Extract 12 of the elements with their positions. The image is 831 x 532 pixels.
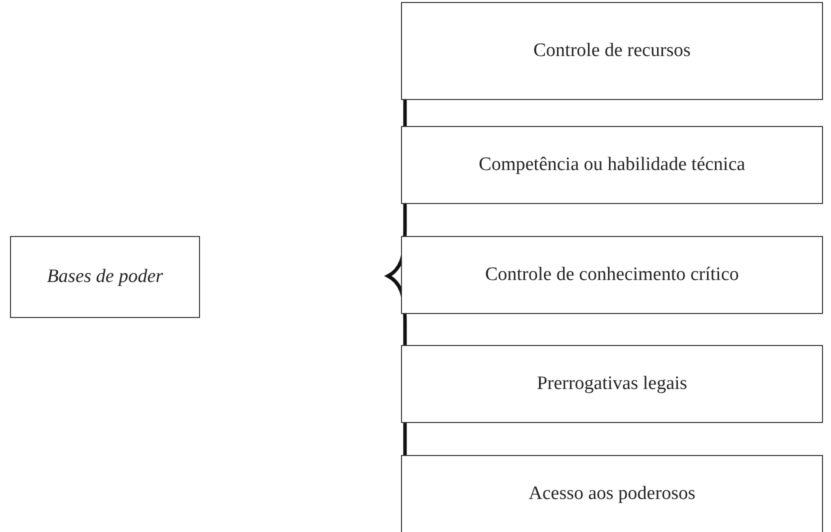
text-box	[401, 126, 823, 204]
node-label: Acesso aos poderosos	[528, 483, 696, 505]
text-box	[10, 236, 200, 318]
node-label: Controle de recursos	[533, 40, 691, 62]
text-box	[401, 345, 823, 423]
text-box	[401, 2, 823, 100]
text-box	[401, 455, 823, 532]
node-label: Competência ou habilidade técnica	[478, 154, 746, 176]
node-label: Controle de conhecimento crítico	[485, 264, 739, 286]
node-label: Prerrogativas legais	[536, 373, 688, 395]
node-label: Bases de poder	[46, 266, 164, 288]
text-box	[401, 236, 823, 314]
